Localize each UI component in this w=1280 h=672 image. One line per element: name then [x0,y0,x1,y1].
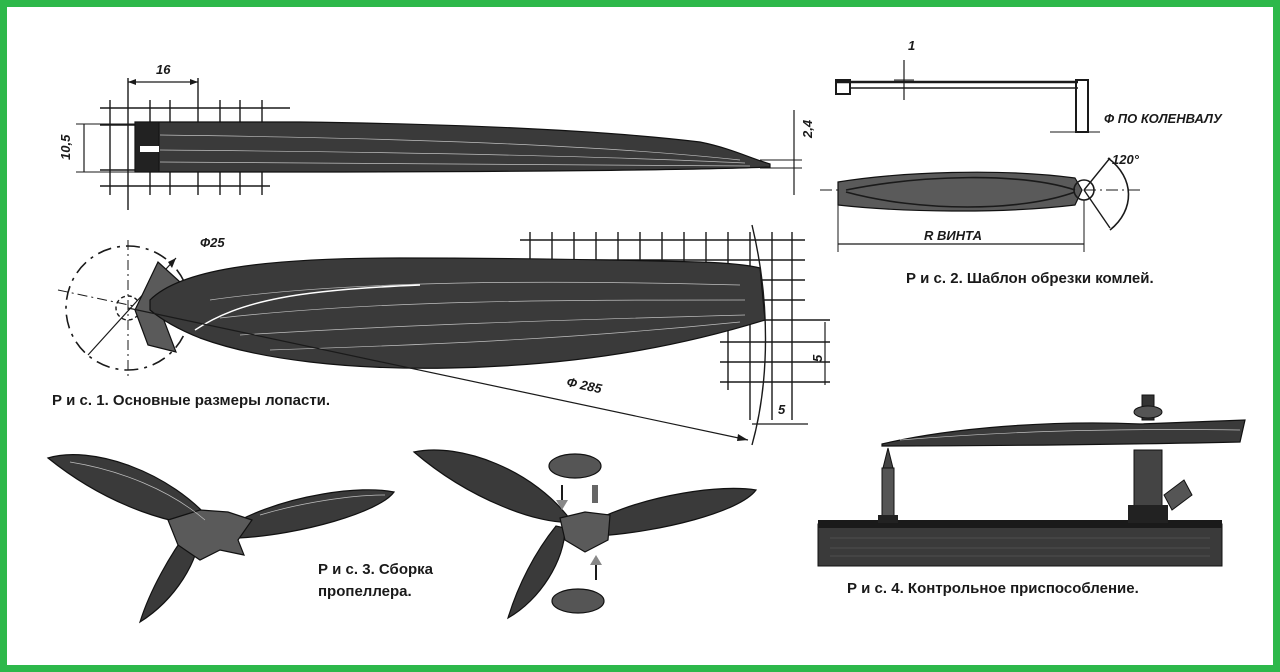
fig3-caption-line2: пропеллера. [318,583,412,600]
fig4-fixture [817,394,1246,567]
fig4-caption: Р и с. 4. Контрольное приспособление. [847,580,1139,597]
fig2-caption: Р и с. 2. Шаблон обрезки комлей. [906,270,1154,287]
fig1-side-view: 16 10,5 2,4 [58,62,815,210]
dim-phi285: Ф 285 [565,374,604,396]
fig3-caption-line1: Р и с. 3. Сборка [318,561,434,578]
dim-crankshaft: Ф ПО КОЛЕНВАЛУ [1104,111,1223,126]
fig3-assembly-left [46,454,396,624]
dim-phi25: Ф25 [200,235,225,250]
diagram-canvas: 16 10,5 2,4 [46,38,1246,624]
dim-16: 16 [156,62,171,77]
dim-2-4: 2,4 [800,119,815,139]
dim-5-right: 5 [810,354,825,362]
dim-10-5: 10,5 [58,134,73,160]
dim-120: 120° [1112,152,1140,167]
fig1-plan-view: Ф25 Ф 285 5 5 [57,224,830,446]
fig3-assembly-right [412,449,758,620]
dim-1: 1 [908,38,915,53]
dim-radius: R ВИНТА [924,228,982,243]
dim-5-bottom: 5 [778,402,786,417]
fig1-caption: Р и с. 1. Основные размеры лопасти. [52,392,330,409]
fig2-template: 1 Ф ПО КОЛЕНВАЛУ 120° R ВИНТА [820,38,1223,252]
